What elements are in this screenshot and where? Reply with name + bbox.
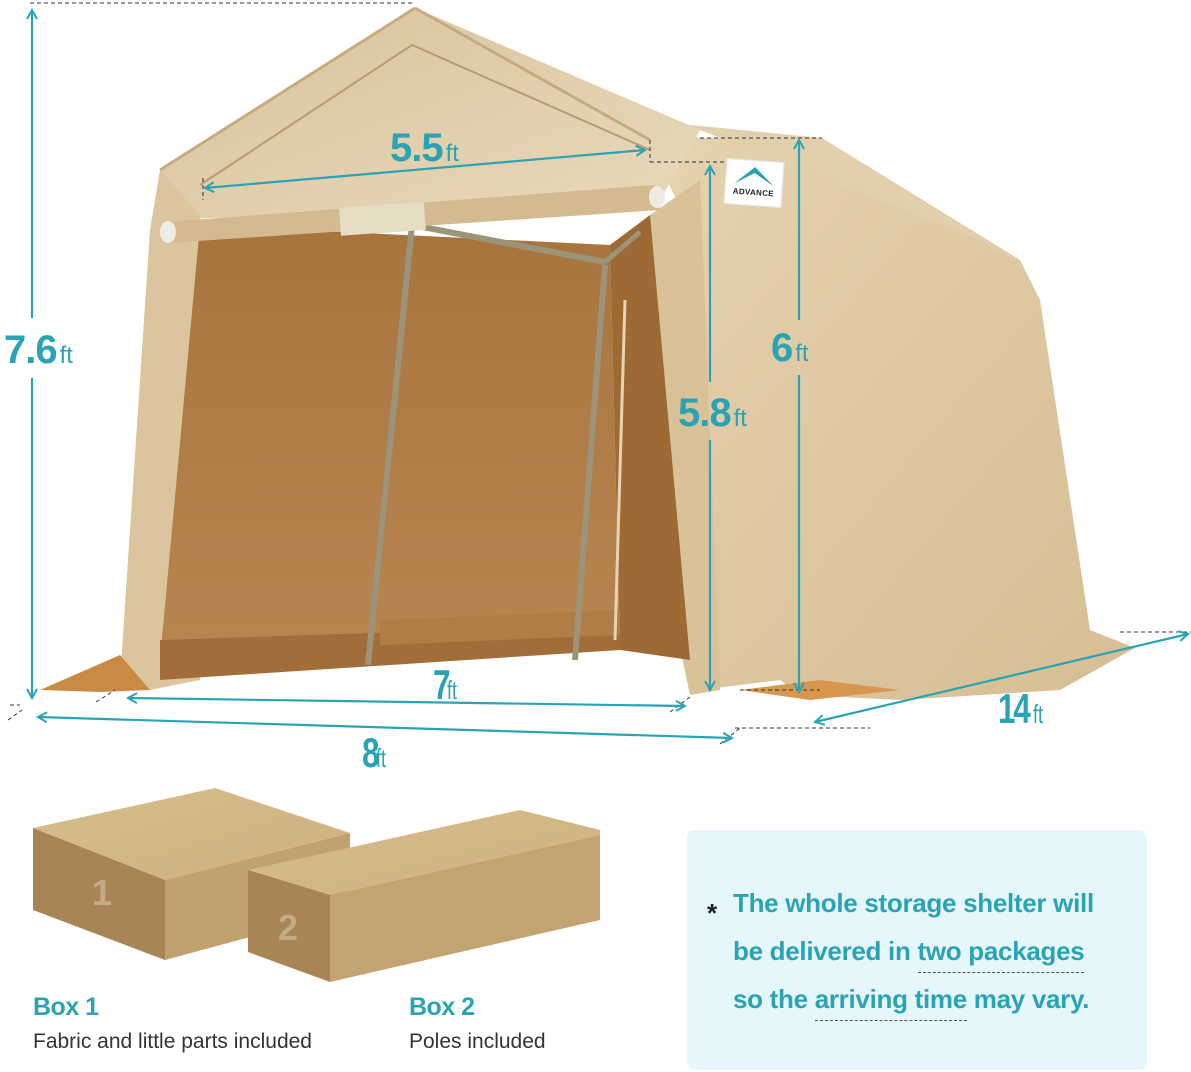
box-1-title: Box 1 <box>33 993 99 1021</box>
box-2-number: 2 <box>278 907 298 948</box>
tent-logo-icon <box>733 167 774 187</box>
underlined-arriving-time: arriving time <box>814 984 967 1021</box>
tent-interior <box>160 215 690 680</box>
box-2-description: Poles included <box>409 1030 546 1053</box>
brand-logo: ADVANCE <box>723 158 785 208</box>
box-2-title: Box 2 <box>409 993 475 1021</box>
delivery-note: * The whole storage shelter will be deli… <box>687 830 1147 1070</box>
note-line-1: The whole storage shelter will <box>733 888 1094 918</box>
dim-total-width: 8ft <box>362 729 387 776</box>
dim-door-width: 7ft <box>433 661 458 708</box>
box-1-caption: Box 1 Fabric and little parts included <box>33 993 312 1054</box>
dimension-arrows <box>32 10 1188 738</box>
box-2-graphic: 2 <box>248 810 600 982</box>
box-1-description: Fabric and little parts included <box>33 1030 312 1053</box>
underlined-two-packages: two packages <box>917 936 1085 973</box>
asterisk-icon: * <box>707 898 718 928</box>
note-line-2: be delivered in two packages <box>733 936 1085 973</box>
box-1-number: 1 <box>92 872 112 913</box>
tent-side-panel <box>415 8 1135 700</box>
note-line-3: so the arriving time may vary. <box>733 984 1089 1021</box>
box-2-caption: Box 2 Poles included <box>409 993 546 1054</box>
rolled-door <box>160 185 665 243</box>
